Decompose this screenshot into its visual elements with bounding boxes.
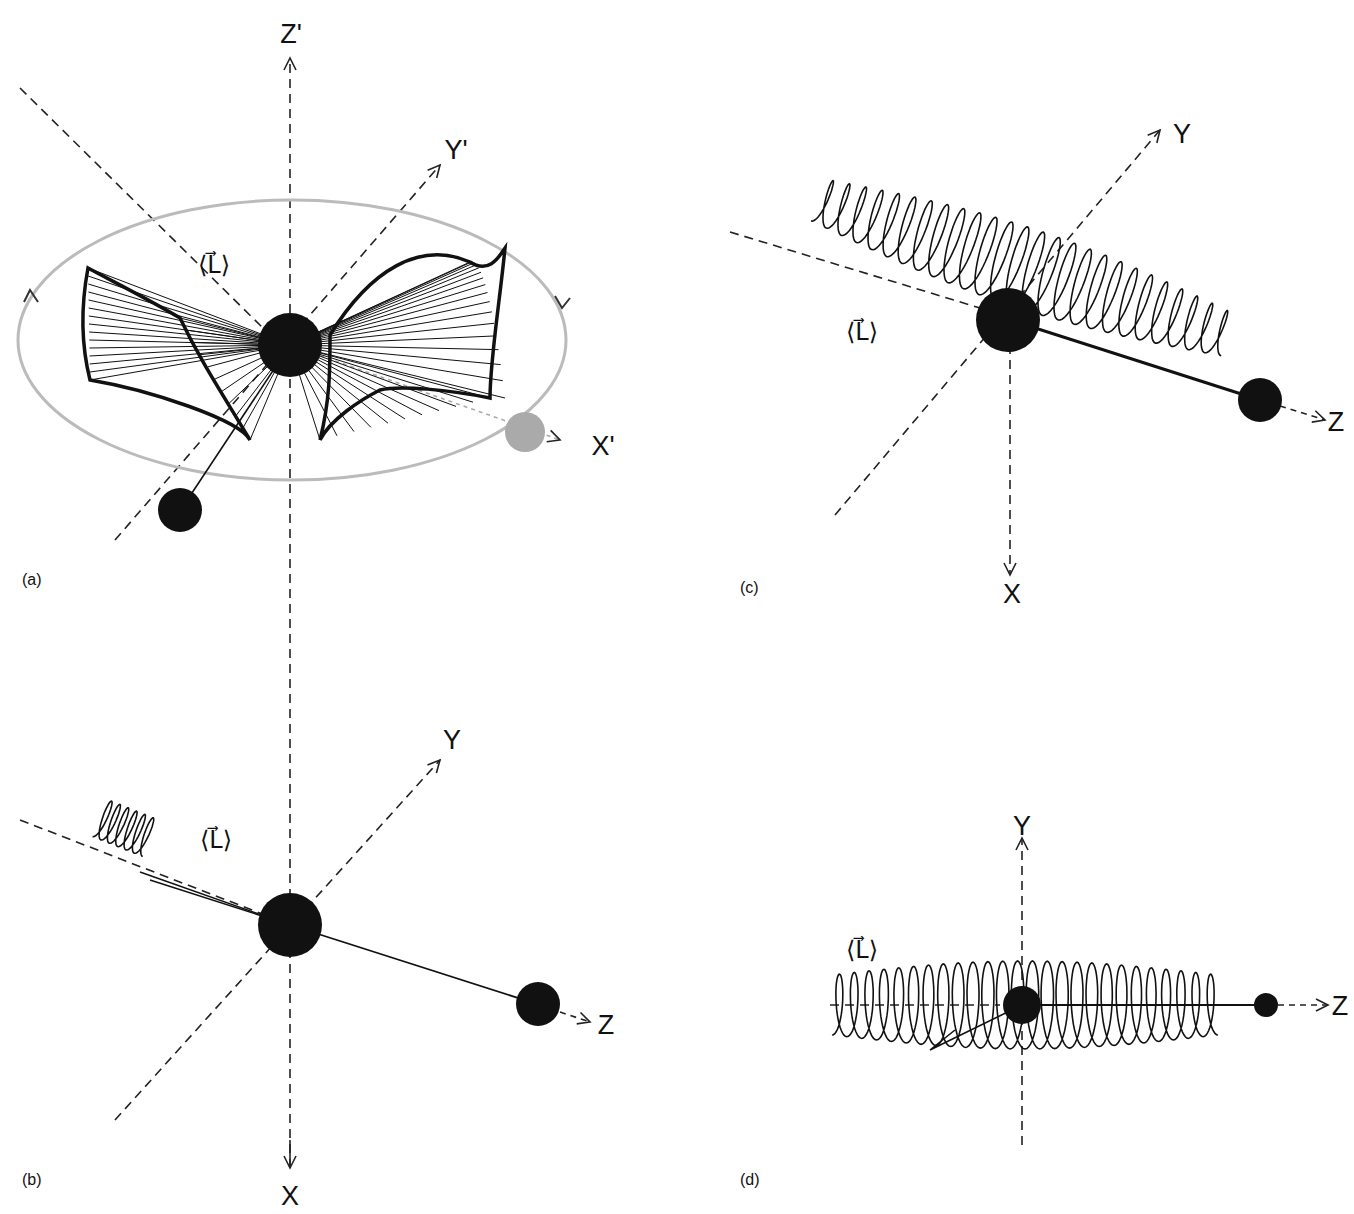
angular-momentum-label: ⟨L⃗⟩ bbox=[846, 938, 878, 962]
axis-label: X' bbox=[591, 433, 614, 460]
angular-momentum-label: ⟨L⃗⟩ bbox=[198, 253, 230, 277]
panel-letter: (a) bbox=[22, 572, 42, 588]
panel-letter: (d) bbox=[740, 1172, 760, 1188]
axis-label: Y bbox=[1013, 813, 1031, 840]
axis-label: Z' bbox=[280, 21, 302, 48]
axis-label: Z bbox=[598, 1012, 615, 1039]
axis-label: X bbox=[281, 1183, 299, 1210]
panel-letter: (b) bbox=[22, 1172, 42, 1188]
axis-label: Z bbox=[1332, 993, 1349, 1020]
axis-label: Y' bbox=[444, 137, 467, 164]
axis-label: X bbox=[1003, 581, 1021, 608]
axis-label: Z bbox=[1328, 409, 1345, 436]
panel-letter: (c) bbox=[740, 580, 759, 596]
axis-label: Y bbox=[1173, 121, 1191, 148]
angular-momentum-label: ⟨L⃗⟩ bbox=[200, 828, 232, 852]
axis-label: Y bbox=[443, 727, 461, 754]
angular-momentum-label: ⟨L⃗⟩ bbox=[846, 320, 878, 344]
